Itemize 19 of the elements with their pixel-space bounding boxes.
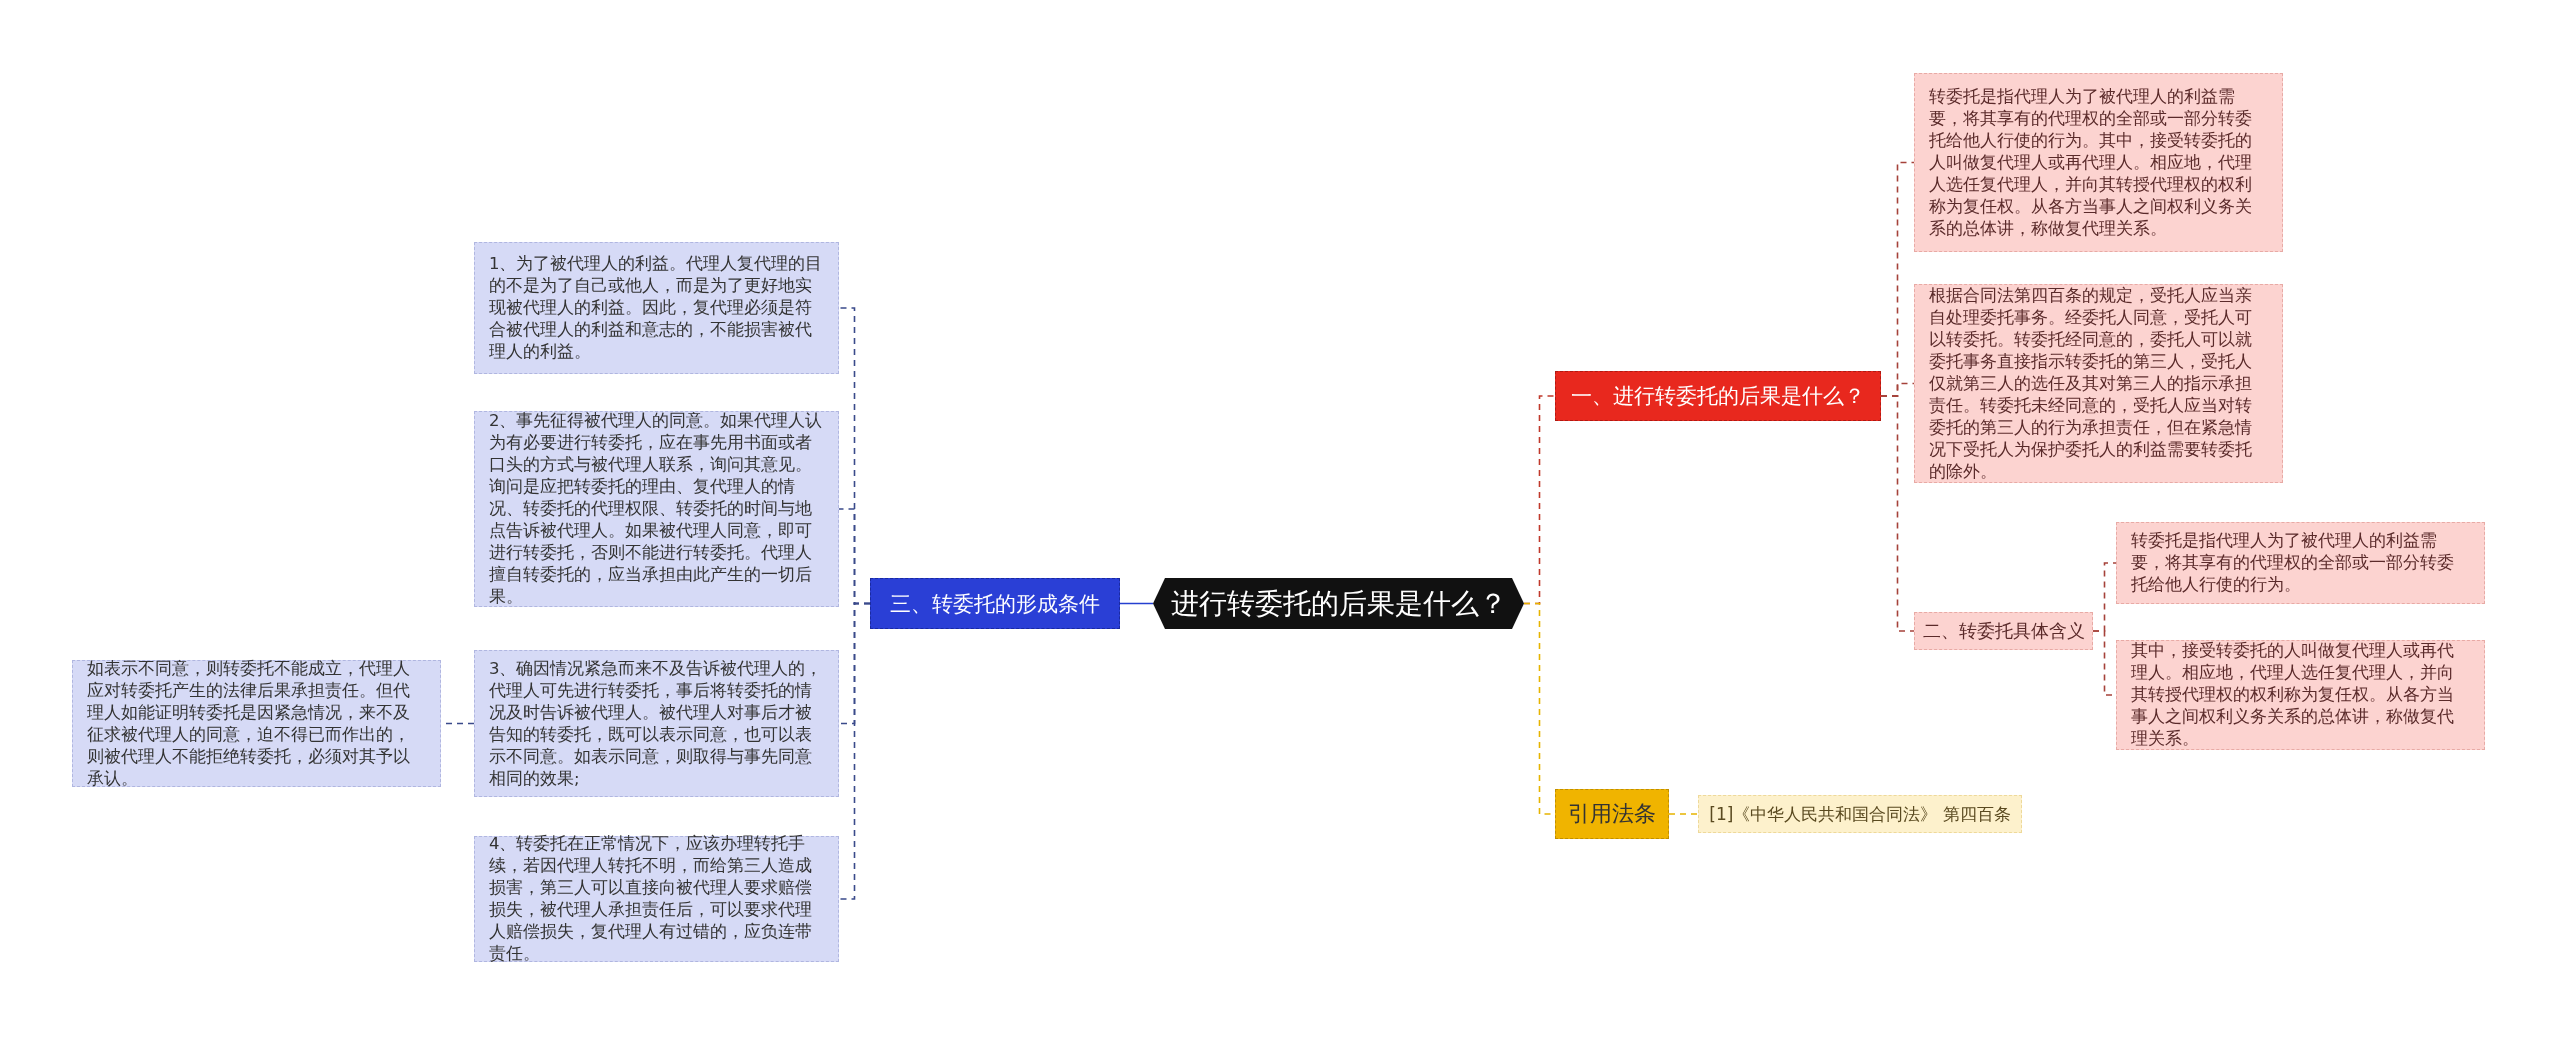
text-box: 如表示不同意，则转委托不能成立，代理人应对转委托产生的法律后果承担责任。但代理人如能证明转委托是因紧急情况，来不及征求被代理人的同意，迫不得已而作出的，则被代理人不能拒绝转委托，必须对其予以承认。 bbox=[72, 660, 441, 787]
text-box: 4、转委托在正常情况下，应该办理转托手续，若因代理人转托不明，而给第三人造成损害，第三人可以直接向被代理人要求赔偿损失，被代理人承担责任后，可以要求代理人赔偿损失，复代理人有过错的，应负连带责任。 bbox=[474, 836, 839, 962]
subtopic-box: 二、转委托具体含义 bbox=[1914, 612, 2093, 650]
text-box: 2、事先征得被代理人的同意。如果代理人认为有必要进行转委托，应在事先用书面或者口头的方式与被代理人联系，询问其意见。询问是应把转委托的理由、复代理人的情况、转委托的代理权限、转委托的时间与地点告诉被代理人。如果被代理人同意，即可进行转委托，否则不能进行转委托。代理人擅自转委托的，应当承担由此产生的一切后果。 bbox=[474, 411, 839, 607]
connector-line bbox=[1880, 395, 1915, 632]
text-box: 其中，接受转委托的人叫做复代理人或再代理人。相应地，代理人选任复代理人，并向其转授代理权的权利称为复任权。从各方当事人之间权利义务关系的总体讲，称做复代理关系。 bbox=[2116, 640, 2485, 750]
central-topic: 进行转委托的后果是什么？ bbox=[1153, 578, 1524, 629]
text-box: 根据合同法第四百条的规定，受托人应当亲自处理委托事务。经委托人同意，受托人可以转委托。转委托经同意的，委托人可以就委托事务直接指示转委托的第三人，受托人仅就第三人的选任及其对第三人的指示承担责任。转委托未经同意的，受托人应当对转委托的第三人的行为承担责任，但在紧急情况下受托人为保护委托人的利益需要转委托的除外。 bbox=[1914, 284, 2283, 483]
text-box: 转委托是指代理人为了被代理人的利益需要，将其享有的代理权的全部或一部分转委托给他人行使的行为。 bbox=[2116, 522, 2485, 604]
branch-topic: 一、进行转委托的后果是什么？ bbox=[1555, 371, 1881, 421]
connector-line bbox=[1119, 602, 1154, 605]
connector-line bbox=[1668, 813, 1699, 815]
text-box: 3、确因情况紧急而来不及告诉被代理人的，代理人可先进行转委托，事后将转委托的情况及时告诉被代理人。被代理人对事后才被告知的转委托，既可以表示同意，也可以表示不同意。如表示同意，则取得与事先同意相同的效果; bbox=[474, 650, 839, 797]
reference-box: [1]《中华人民共和国合同法》 第四百条 bbox=[1698, 795, 2022, 833]
connector-line bbox=[838, 602, 871, 900]
text-box: 1、为了被代理人的利益。代理人复代理的目的不是为了自己或他人，而是为了更好地实现被代理人的利益。因此，复代理必须是符合被代理人的利益和意志的，不能损害被代理人的利益。 bbox=[474, 242, 839, 374]
text-box: 转委托是指代理人为了被代理人的利益需要，将其享有的代理权的全部或一部分转委托给他人行使的行为。其中，接受转委托的人叫做复代理人或再代理人。相应地，代理人选任复代理人，并向其转授代理权的权利称为复任权。从各方当事人之间权利义务关系的总体讲，称做复代理关系。 bbox=[1914, 73, 2283, 252]
branch-topic: 引用法条 bbox=[1555, 789, 1669, 839]
branch-topic: 三、转委托的形成条件 bbox=[870, 578, 1120, 629]
